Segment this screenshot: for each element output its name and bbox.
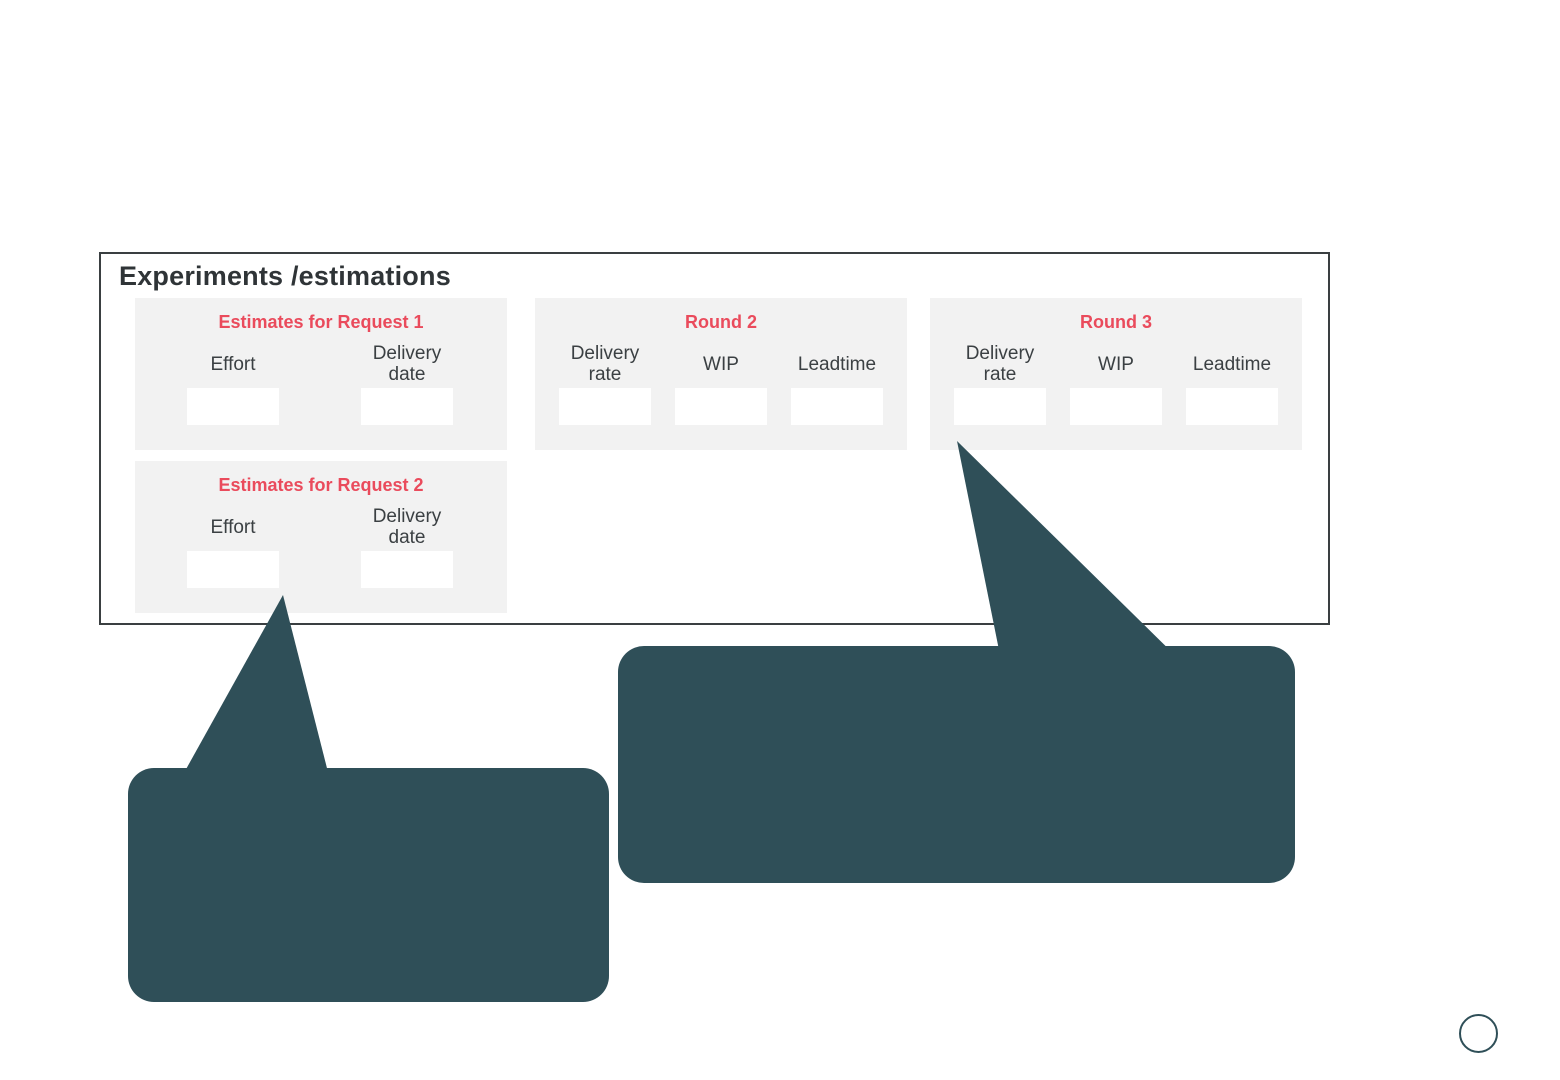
field-label: Effort bbox=[210, 353, 256, 375]
field-row: Delivery rate WIP Leadtime bbox=[930, 342, 1302, 446]
callout-right-tail-icon bbox=[957, 441, 1190, 670]
experiments-estimations-panel: Experiments /estimations Estimates for R… bbox=[99, 252, 1330, 625]
field-label: Delivery date bbox=[372, 343, 442, 385]
field-wip: WIP bbox=[1068, 342, 1164, 425]
field-leadtime: Leadtime bbox=[789, 342, 885, 425]
group-card-estimates-request-2: Estimates for Request 2 Effort Delivery … bbox=[135, 461, 507, 613]
group-card-round-3: Round 3 Delivery rate WIP Leadtime bbox=[930, 298, 1302, 450]
effort-input[interactable] bbox=[187, 388, 279, 425]
callout-left-bubble[interactable] bbox=[128, 768, 609, 1002]
page-title: Experiments /estimations bbox=[119, 261, 451, 291]
wip-input[interactable] bbox=[675, 388, 767, 425]
field-delivery-rate: Delivery rate bbox=[952, 342, 1048, 425]
delivery-date-input[interactable] bbox=[361, 388, 453, 425]
field-delivery-date: Delivery date bbox=[359, 342, 455, 425]
field-label: WIP bbox=[703, 353, 739, 375]
field-label: Delivery rate bbox=[965, 343, 1035, 385]
leadtime-input[interactable] bbox=[1186, 388, 1278, 425]
delivery-rate-input[interactable] bbox=[954, 388, 1046, 425]
field-leadtime: Leadtime bbox=[1184, 342, 1280, 425]
group-heading: Round 3 bbox=[1080, 312, 1152, 332]
field-label: Delivery date bbox=[372, 506, 442, 548]
field-delivery-date: Delivery date bbox=[359, 505, 455, 588]
field-label: Leadtime bbox=[797, 353, 877, 375]
field-label: Leadtime bbox=[1192, 353, 1272, 375]
field-wip: WIP bbox=[673, 342, 769, 425]
group-heading: Estimates for Request 2 bbox=[218, 475, 424, 495]
delivery-date-input[interactable] bbox=[361, 551, 453, 588]
delivery-rate-input[interactable] bbox=[559, 388, 651, 425]
field-delivery-rate: Delivery rate bbox=[557, 342, 653, 425]
wip-input[interactable] bbox=[1070, 388, 1162, 425]
field-effort: Effort bbox=[185, 505, 281, 588]
field-row: Effort Delivery date bbox=[135, 342, 507, 446]
field-effort: Effort bbox=[185, 342, 281, 425]
field-label: WIP bbox=[1098, 353, 1134, 375]
group-heading: Estimates for Request 1 bbox=[218, 312, 424, 332]
leadtime-input[interactable] bbox=[791, 388, 883, 425]
field-row: Delivery rate WIP Leadtime bbox=[535, 342, 907, 446]
field-label: Effort bbox=[210, 516, 256, 538]
effort-input[interactable] bbox=[187, 551, 279, 588]
field-label: Delivery rate bbox=[570, 343, 640, 385]
group-card-estimates-request-1: Estimates for Request 1 Effort Delivery … bbox=[135, 298, 507, 450]
group-heading: Round 2 bbox=[685, 312, 757, 332]
circle-icon bbox=[1459, 1014, 1498, 1053]
field-row: Effort Delivery date bbox=[135, 505, 507, 609]
group-card-round-2: Round 2 Delivery rate WIP Leadtime bbox=[535, 298, 907, 450]
callout-right-bubble[interactable] bbox=[618, 646, 1295, 883]
callout-left-tail-icon bbox=[180, 595, 330, 780]
